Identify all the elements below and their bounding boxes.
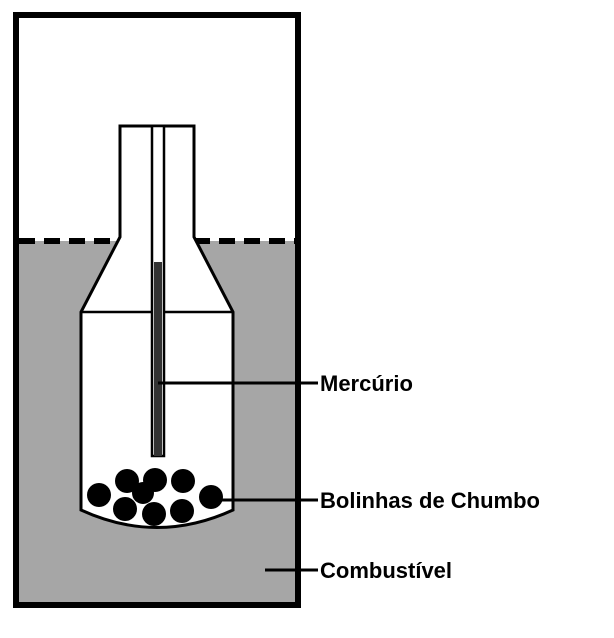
container-outline <box>13 12 301 608</box>
lead-ball <box>132 482 154 504</box>
mercury-column <box>154 262 162 456</box>
lead-ball <box>142 502 166 526</box>
mercury-label: Mercúrio <box>320 371 413 396</box>
lead-balls-group <box>87 468 223 526</box>
lead-ball <box>87 483 111 507</box>
lead-balls-label: Bolinhas de Chumbo <box>320 488 540 513</box>
lead-ball <box>170 499 194 523</box>
lead-ball <box>115 469 139 493</box>
fuel-label: Combustível <box>320 558 452 583</box>
lead-ball <box>171 469 195 493</box>
lead-ball <box>199 485 223 509</box>
lead-ball <box>113 497 137 521</box>
